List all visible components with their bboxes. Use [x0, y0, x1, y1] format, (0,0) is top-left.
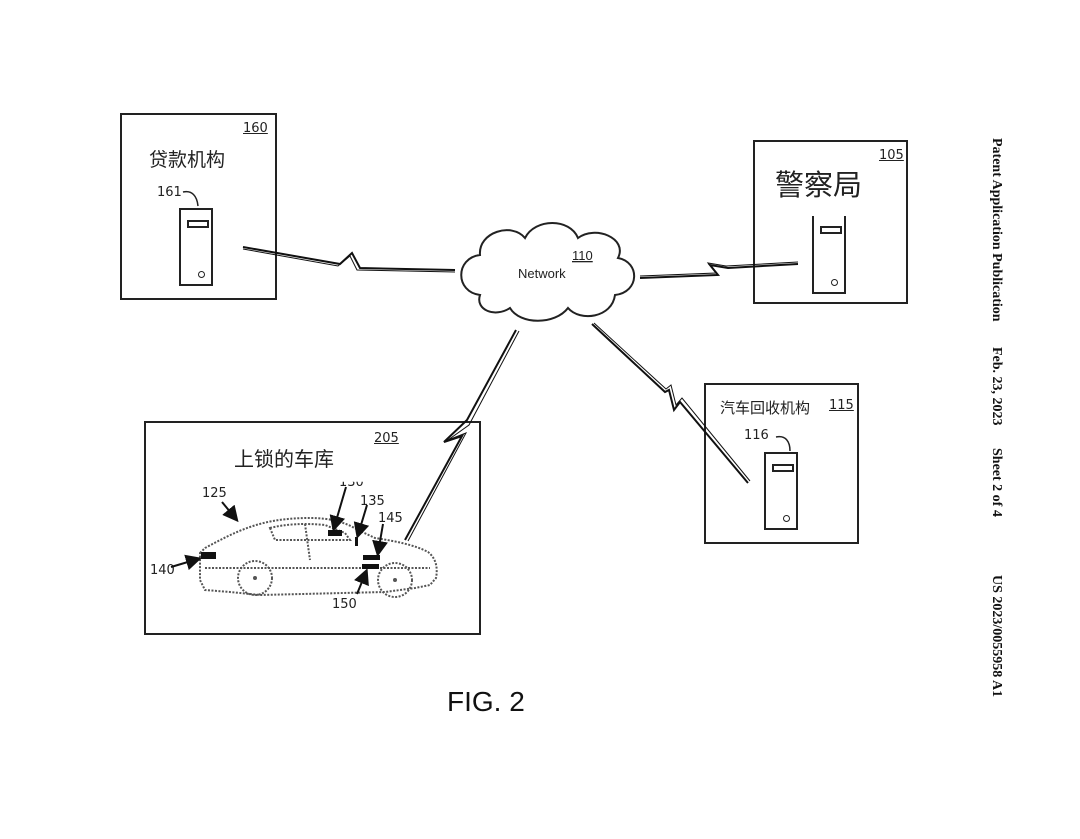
- network-label: Network: [518, 266, 566, 281]
- garage-ref: 205: [374, 431, 399, 446]
- component-ref-135: 135: [360, 494, 385, 509]
- lender-server-ref: 161: [157, 185, 182, 200]
- server-drive-slot: [820, 226, 842, 234]
- margin-publication: Patent Application Publication: [989, 138, 1004, 322]
- lender-box: 160 贷款机构 161: [120, 113, 277, 300]
- network-ref: 110: [572, 248, 593, 263]
- server-power-led: [831, 279, 838, 286]
- repo-ref: 115: [829, 398, 854, 413]
- repo-box: 汽车回收机构 115 116: [704, 383, 859, 544]
- police-title: 警察局: [775, 168, 863, 202]
- repo-title: 汽车回收机构: [720, 399, 811, 417]
- network-cloud: [460, 222, 636, 322]
- figure-label: FIG. 2: [447, 686, 525, 717]
- police-server: [812, 216, 846, 294]
- garage-box: 205 上锁的车库 125 130 135 145 140 150: [144, 421, 481, 635]
- margin-sheet: Sheet 2 of 4: [989, 448, 1004, 517]
- garage-title: 上锁的车库: [234, 447, 334, 471]
- margin-date: Feb. 23, 2023: [989, 347, 1004, 426]
- component-ref-140: 140: [150, 563, 175, 578]
- server-drive-slot: [772, 464, 794, 472]
- police-box: 105 警察局: [753, 140, 908, 304]
- repo-server-ref: 116: [744, 428, 769, 443]
- component-ref-145: 145: [378, 511, 403, 526]
- police-ref: 105: [879, 148, 904, 163]
- component-ref-130: 130: [339, 475, 364, 490]
- repo-server: [764, 452, 798, 530]
- server-power-led: [783, 515, 790, 522]
- lender-ref: 160: [243, 121, 268, 136]
- server-drive-slot: [187, 220, 209, 228]
- lender-title: 贷款机构: [149, 149, 226, 171]
- component-ref-150: 150: [332, 597, 357, 612]
- margin-number: US 2023/0055958 A1: [989, 575, 1004, 698]
- server-power-led: [198, 271, 205, 278]
- vehicle-ref: 125: [202, 486, 227, 501]
- lender-server: [179, 208, 213, 286]
